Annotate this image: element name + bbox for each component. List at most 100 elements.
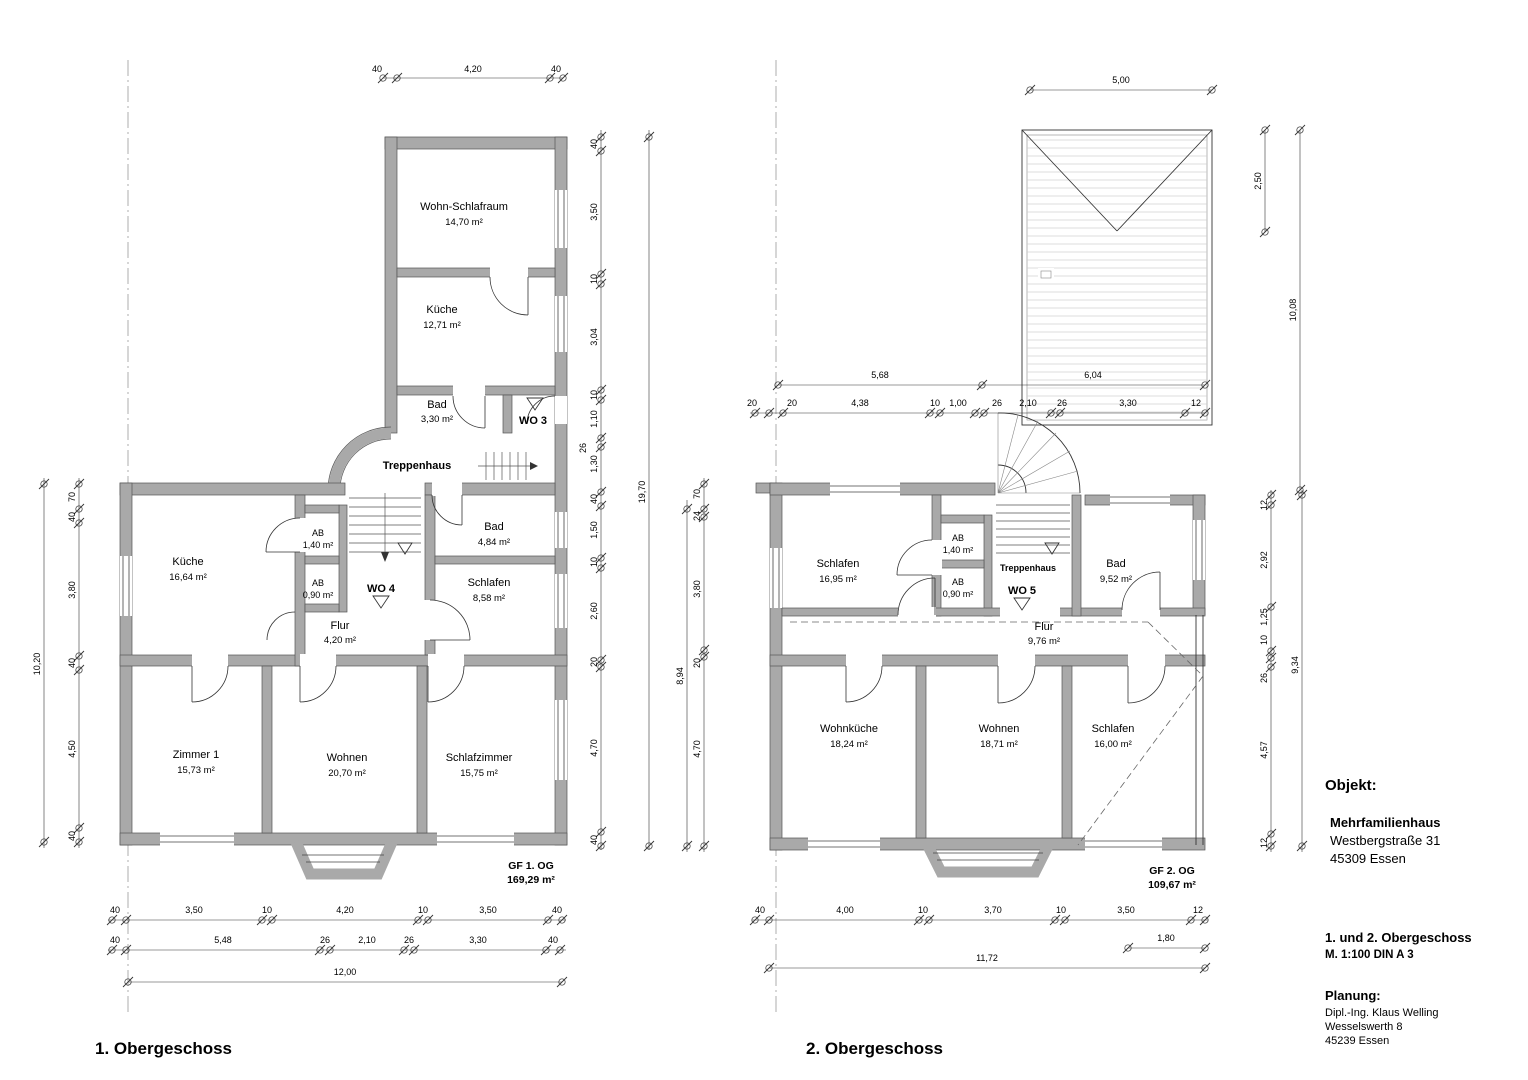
dim: 40 [110,905,120,915]
dim: 10,08 [1288,299,1298,322]
dim: 3,30 [1119,398,1137,408]
objekt-street: Westbergstraße 31 [1330,833,1440,848]
room-schlafen2-1-area: 16,95 m² [819,574,857,585]
plan1-dimensions: 40 4,20 40 40 3,50 10 3,04 10 1,10 26 1,… [32,64,655,988]
room-wohnkueche-area: 18,24 m² [830,739,868,750]
dim: 26 [320,935,330,945]
dim: 26 [1057,398,1067,408]
room-kueche1: Küche [172,556,203,568]
room-bad2: Bad [1106,558,1126,570]
room-wohnen2-area: 18,71 m² [980,739,1018,750]
dim: 3,50 [1117,905,1135,915]
sheet-title: 1. und 2. Obergeschoss [1325,930,1472,945]
room-wohnen1-area: 20,70 m² [328,768,366,779]
room-flur2: Flur [1035,621,1054,633]
plan2: Schlafen 16,95 m² AB 1,40 m² AB 0,90 m² … [675,60,1308,1012]
plan1-windows [120,190,567,863]
dim-total: 9,34 [1290,656,1300,674]
objekt-label: Objekt: [1325,777,1377,794]
room-zimmer1-area: 15,73 m² [177,765,215,776]
room-bad1-area: 4,84 m² [478,537,510,548]
unit-wo3: WO 3 [519,415,547,427]
dim: 2,10 [1019,398,1037,408]
dim: 20 [589,657,599,667]
dim: 12 [1191,398,1201,408]
dim: 40 [755,905,765,915]
dim: 40 [372,64,382,74]
room-wohnschlafraum-area: 14,70 m² [445,217,483,228]
dim-total: 10,20 [32,653,42,676]
plan1-unit-markers [372,397,544,609]
room-ab2-area: 0,90 m² [303,590,334,600]
dim: 5,00 [1112,75,1130,85]
dim: 26 [578,443,588,453]
objekt-city: 45309 Essen [1330,851,1406,866]
skylight-marker [1038,268,1054,281]
unit-wo4: WO 4 [367,583,396,595]
stair-direction-icon [397,542,413,555]
room-schlafen2-1: Schlafen [817,558,860,570]
dim: 24 [692,511,702,521]
dim: 40 [551,64,561,74]
plan2-dimensions: 5,00 2,50 10,08 5,68 6,04 20 20 4,38 10 … [675,75,1308,974]
plan2-windows [770,482,1205,861]
floor1-caption: 1. Obergeschoss [95,1039,232,1058]
dim: 5,68 [871,370,889,380]
plan1-openings [192,267,567,667]
dim: 6,04 [1084,370,1102,380]
sheet-scale: M. 1:100 DIN A 3 [1325,949,1414,961]
room-flur1-area: 4,20 m² [324,635,356,646]
plan2-unit-markers [1013,542,1060,611]
room-treppenhaus1: Treppenhaus [383,460,451,472]
dim: 3,04 [589,328,599,346]
plan2-room-labels: Schlafen 16,95 m² AB 1,40 m² AB 0,90 m² … [817,533,1197,891]
objekt-building: Mehrfamilienhaus [1330,815,1441,830]
gf2-label: GF 2. OG [1149,865,1195,877]
dim: 3,80 [692,580,702,598]
planner-street: Wesselswerth 8 [1325,1021,1402,1033]
dim: 70 [67,492,77,502]
plan2-doors [845,539,1166,704]
dim-total: 11,72 [976,953,998,963]
room-flur2-area: 9,76 m² [1028,636,1060,647]
room-wohnen2: Wohnen [979,723,1020,735]
planner-name: Dipl.-Ing. Klaus Welling [1325,1007,1439,1019]
gf1-area: 169,29 m² [507,874,555,886]
dim: 4,57 [1259,741,1269,759]
dim: 1,10 [589,410,599,428]
dim-total: 8,94 [675,667,685,685]
dim: 4,70 [692,740,702,758]
dim: 3,50 [589,203,599,221]
room-kueche1-area: 16,64 m² [169,572,207,583]
dim: 40 [110,935,120,945]
dim: 26 [404,935,414,945]
dim: 20 [787,398,797,408]
dim: 10 [1056,905,1066,915]
floor2-caption: 2. Obergeschoss [806,1039,943,1058]
dim: 12 [1259,500,1269,510]
dim: 3,70 [984,905,1002,915]
unit-wo5: WO 5 [1008,585,1036,597]
plan2-openings [846,540,1165,667]
dim: 4,20 [464,64,482,74]
room-ab1: AB [312,528,324,538]
dim: 10 [918,905,928,915]
room-ab1-2: AB [952,533,964,543]
room-ab2-2-area: 0,90 m² [943,589,974,599]
planner-city: 45239 Essen [1325,1035,1389,1047]
dim: 1,80 [1157,933,1175,943]
wo3-triangle-icon [526,397,544,411]
gf1-label: GF 1. OG [508,860,554,872]
room-bad-wing: Bad [427,399,447,411]
dim: 3,50 [479,905,497,915]
gf2-area: 109,67 m² [1148,879,1196,891]
plan1-doors [191,276,556,703]
dim: 20 [692,658,702,668]
dim-total: 12,00 [334,967,357,977]
room-treppenhaus2: Treppenhaus [1000,563,1056,573]
dim: 40 [67,831,77,841]
plan2-stairs [996,412,1081,554]
room-schlafzimmer: Schlafzimmer [446,752,513,764]
